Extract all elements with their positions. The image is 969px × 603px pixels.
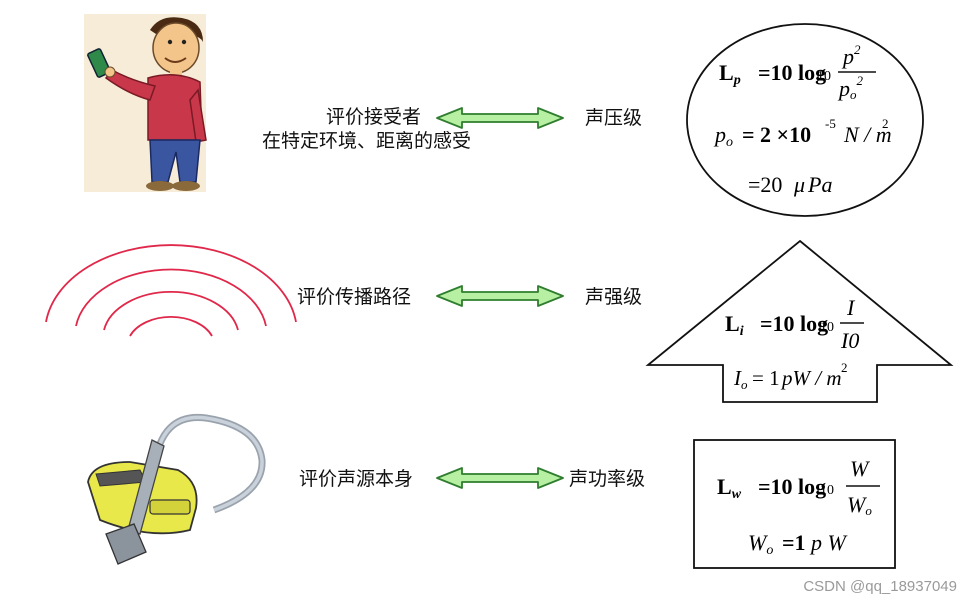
vacuum-cleaner-illustration	[87, 413, 266, 565]
double-arrow-3	[436, 467, 564, 489]
svg-text:10: 10	[817, 69, 831, 84]
svg-text:Lw: Lw	[717, 474, 742, 502]
svg-text:Wo: Wo	[748, 530, 773, 558]
svg-text:Pa: Pa	[807, 172, 832, 197]
double-arrow-1	[436, 107, 564, 129]
svg-text:Wo: Wo	[847, 492, 872, 518]
svg-text:p2: p2	[841, 42, 861, 69]
reference-pressure-micropascal: =20 μ Pa	[748, 172, 832, 197]
svg-text:W: W	[850, 456, 870, 481]
reference-intensity-formula: Io = 1 pW / m 2	[733, 360, 848, 392]
svg-text:po: po	[713, 122, 733, 150]
svg-text:=10 log: =10 log	[760, 311, 828, 336]
svg-text:pW / m: pW / m	[780, 366, 842, 390]
reference-pressure-formula: po = 2 ×10 -5 N / m 2	[713, 116, 892, 150]
row1-description-line2: 在特定环境、距离的感受	[262, 130, 472, 152]
person-illustration	[84, 14, 207, 192]
svg-text:= 2 ×10: = 2 ×10	[742, 122, 811, 147]
svg-text:=1: =1	[782, 530, 806, 555]
svg-text:10: 10	[820, 320, 834, 335]
reference-power-formula: Wo =1 p W	[748, 530, 848, 558]
svg-text:Li: Li	[725, 311, 744, 339]
svg-text:-5: -5	[825, 116, 836, 131]
sound-intensity-level-formula: Li =10 log 10 I I0	[725, 295, 864, 353]
svg-text:I: I	[846, 295, 856, 320]
svg-text:2: 2	[841, 360, 848, 375]
svg-text:N / m: N / m	[843, 122, 892, 147]
double-arrow-2	[436, 285, 564, 307]
svg-text:Lp: Lp	[719, 60, 741, 88]
sound-power-level-formula: Lw =10 log 10 W Wo	[717, 456, 880, 518]
house-arrow-frame	[645, 239, 954, 403]
watermark: CSDN @qq_18937049	[803, 578, 957, 595]
row1-description: 评价接受者	[326, 106, 422, 128]
svg-text:= 1: = 1	[752, 366, 780, 390]
svg-text:=20: =20	[748, 172, 782, 197]
row3-description: 评价声源本身	[299, 468, 414, 490]
svg-text:=10 log: =10 log	[758, 60, 826, 85]
svg-text:Io: Io	[733, 366, 748, 392]
row2-description: 评价传播路径	[297, 286, 412, 308]
svg-text:po2: po2	[837, 73, 864, 102]
rect-frame	[693, 439, 896, 569]
svg-text:p W: p W	[809, 530, 848, 555]
svg-text:2: 2	[882, 116, 889, 131]
svg-text:=10 log: =10 log	[758, 474, 826, 499]
svg-text:I0: I0	[840, 328, 859, 353]
svg-text:10: 10	[820, 483, 834, 498]
sound-waves-illustration	[45, 244, 297, 337]
svg-text:μ: μ	[793, 172, 805, 197]
sound-pressure-level-formula: Lp =10 log 10 p2 po2	[719, 42, 876, 102]
row1-level-label: 声压级	[585, 107, 643, 129]
row2-level-label: 声强级	[585, 286, 643, 308]
circle-frame	[686, 23, 924, 217]
row3-level-label: 声功率级	[569, 468, 646, 490]
